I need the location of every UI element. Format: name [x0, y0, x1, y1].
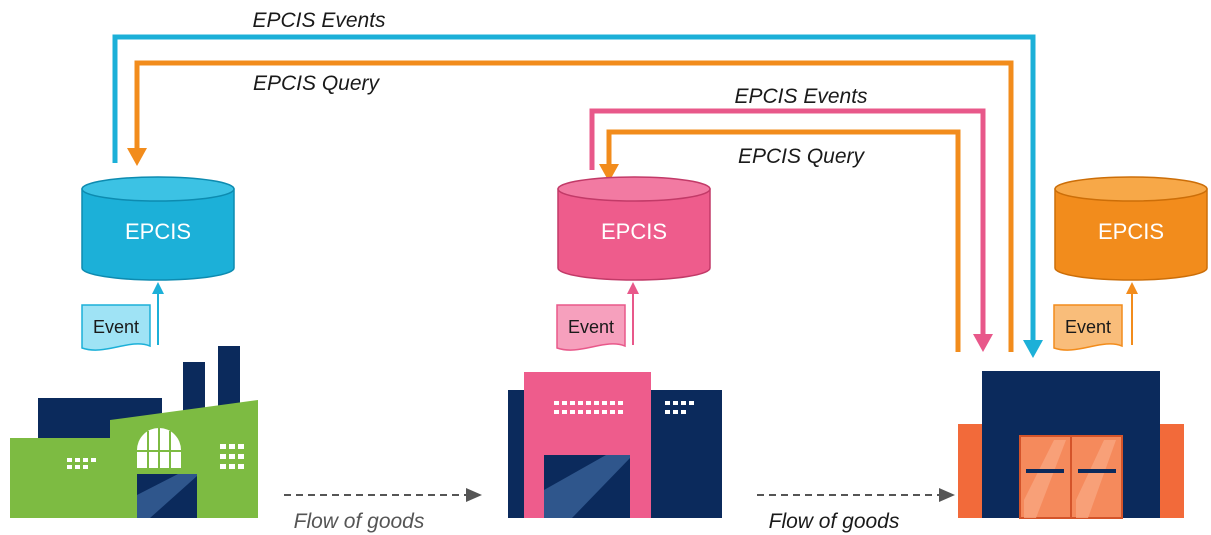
event-label: Event — [93, 317, 139, 337]
warehouse-icon — [958, 371, 1184, 519]
database-icon — [1054, 176, 1208, 281]
event-upload-arrow — [627, 282, 639, 345]
mid-query-arrow — [599, 129, 961, 352]
event-upload-arrow — [1126, 282, 1138, 345]
top-query-label: EPCIS Query — [253, 72, 381, 95]
top-query-arrow — [127, 60, 1014, 352]
distribution-center-icon — [508, 372, 722, 518]
factory-icon — [10, 346, 258, 518]
mid-events-label: EPCIS Events — [734, 85, 868, 108]
event-label: Event — [568, 317, 614, 337]
top-events-arrow — [112, 34, 1043, 358]
document-icon — [1053, 304, 1123, 351]
database-icon — [557, 176, 711, 281]
flow-arrow — [284, 488, 482, 502]
flow-label: Flow of goods — [294, 510, 425, 533]
document-icon — [81, 304, 151, 351]
flow-arrow — [757, 488, 955, 502]
database-label: EPCIS — [601, 219, 667, 244]
event-label: Event — [1065, 317, 1111, 337]
flow-label: Flow of goods — [769, 510, 900, 533]
document-icon — [556, 304, 626, 351]
database-icon — [81, 176, 235, 281]
top-events-label: EPCIS Events — [252, 9, 386, 32]
mid-events-arrow — [589, 108, 993, 352]
database-label: EPCIS — [1098, 219, 1164, 244]
event-upload-arrow — [152, 282, 164, 345]
database-label: EPCIS — [125, 219, 191, 244]
mid-query-label: EPCIS Query — [738, 145, 866, 168]
